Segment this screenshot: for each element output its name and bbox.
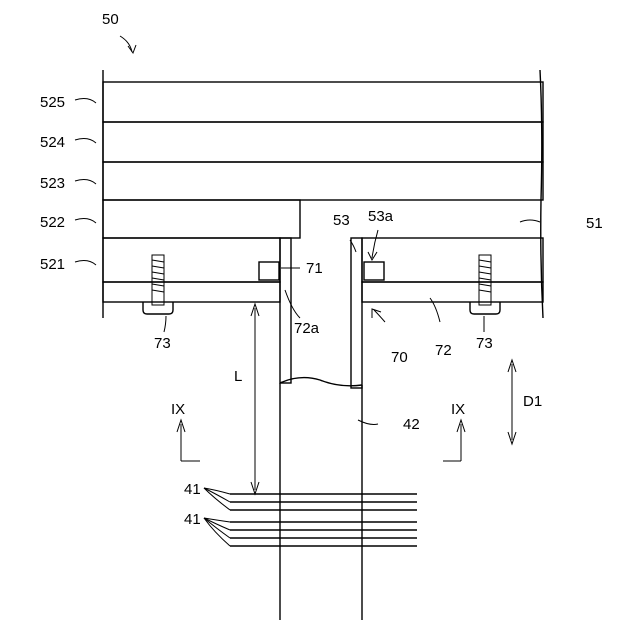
layer-525 <box>103 82 543 122</box>
label-521: 521 <box>40 256 65 273</box>
bolt-73-left <box>143 255 173 314</box>
label-73-left: 73 <box>154 335 171 352</box>
label-50: 50 <box>102 11 119 28</box>
label-523: 523 <box>40 175 65 192</box>
layer-524 <box>103 122 543 162</box>
label-53a: 53a <box>368 208 394 225</box>
label-524: 524 <box>40 134 65 151</box>
layer-521 <box>103 238 543 282</box>
label-70: 70 <box>391 349 408 366</box>
label-D1: D1 <box>523 393 542 410</box>
label-L: L <box>234 368 242 385</box>
label-72: 72 <box>435 342 452 359</box>
label-73-right: 73 <box>476 335 493 352</box>
label-42: 42 <box>403 416 420 433</box>
plate-72 <box>103 282 543 302</box>
layer-523 <box>103 162 543 200</box>
label-522: 522 <box>40 214 65 231</box>
label-IX-left: IX <box>171 401 185 418</box>
label-41-bottom: 41 <box>184 511 201 528</box>
label-525: 525 <box>40 94 65 111</box>
leader-lines <box>75 36 540 425</box>
label-41-top: 41 <box>184 481 201 498</box>
label-72a: 72a <box>294 320 320 337</box>
section-marker-right <box>443 420 465 461</box>
dimension-L <box>251 304 259 494</box>
bolt-73-right <box>470 255 500 314</box>
label-51: 51 <box>586 215 603 232</box>
seal-53a <box>364 262 384 280</box>
seal-71 <box>259 262 279 280</box>
layer-522 <box>103 200 300 238</box>
section-marker-left <box>177 420 200 461</box>
label-IX-right: IX <box>451 401 465 418</box>
pipe-42 <box>280 238 362 620</box>
fibers-41 <box>204 488 417 546</box>
label-71: 71 <box>306 260 323 277</box>
direction-D1-arrow <box>508 360 516 444</box>
label-53: 53 <box>333 212 350 229</box>
